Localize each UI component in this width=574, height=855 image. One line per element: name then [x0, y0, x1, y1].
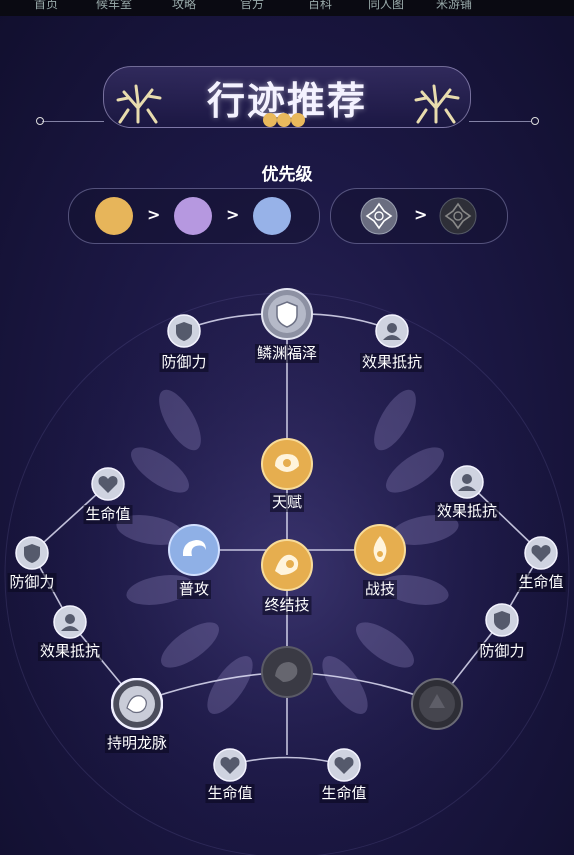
- hp-label: 生命值: [83, 505, 133, 524]
- stat-priority-panel: [330, 188, 508, 244]
- effect-res-stat-node-icon[interactable]: [450, 465, 484, 499]
- nav-item-home[interactable]: 首页: [34, 0, 59, 11]
- defense-label: 防御力: [477, 642, 527, 661]
- hp-label: 生命值: [319, 784, 369, 803]
- nav-item-shop[interactable]: 米游铺: [436, 0, 473, 11]
- ultimate-label: 终结技: [262, 596, 312, 615]
- priority-circle-purple: [174, 197, 212, 235]
- hp-stat-node-icon[interactable]: [524, 536, 558, 570]
- defense-stat-node-icon[interactable]: [15, 536, 49, 570]
- top-navigation: 首页 候车室 攻略 官方 百科 同人图 米游铺: [0, 0, 574, 16]
- effect-res-stat-node-icon[interactable]: [53, 605, 87, 639]
- defense-label: 防御力: [7, 573, 57, 592]
- core-trace-label: 鳞渊福泽: [254, 344, 320, 363]
- locked-ability-icon[interactable]: [411, 678, 463, 730]
- dragon-vein-label: 持明龙脉: [104, 734, 170, 753]
- skill-label: 战技: [362, 580, 398, 599]
- banner-dot-left: [36, 117, 44, 125]
- priority-separator: >: [414, 205, 428, 224]
- cloud-ornament-icon: [263, 113, 305, 127]
- effect-res-label: 效果抵抗: [434, 502, 500, 521]
- priority-separator: >: [226, 205, 240, 224]
- hp-stat-node-icon[interactable]: [327, 748, 361, 782]
- hp-stat-node-icon[interactable]: [213, 748, 247, 782]
- ultimate-icon[interactable]: [261, 539, 313, 591]
- hp-label: 生命值: [205, 784, 255, 803]
- talent-icon[interactable]: [261, 438, 313, 490]
- laurel-wreath-icon: [116, 389, 459, 714]
- priority-separator: >: [147, 205, 161, 224]
- nav-item-official[interactable]: 官方: [240, 0, 265, 11]
- locked-trace-icon[interactable]: [261, 646, 313, 698]
- hp-stat-node-icon[interactable]: [91, 467, 125, 501]
- effect-res-stat-node-icon[interactable]: [375, 314, 409, 348]
- stat-bonus-light-icon: [360, 197, 398, 235]
- nav-item-waiting-room[interactable]: 候车室: [96, 0, 133, 11]
- defense-stat-node-icon[interactable]: [167, 314, 201, 348]
- effect-res-label: 效果抵抗: [359, 353, 425, 372]
- defense-label: 防御力: [159, 353, 209, 372]
- basic-attack-icon[interactable]: [168, 524, 220, 576]
- coral-ornament-right-icon: [414, 84, 460, 124]
- dragon-vein-ability-icon[interactable]: [111, 678, 163, 730]
- hp-label: 生命值: [516, 573, 566, 592]
- defense-stat-node-icon[interactable]: [485, 603, 519, 637]
- nav-item-wiki[interactable]: 百科: [308, 0, 333, 11]
- priority-circle-blue: [253, 197, 291, 235]
- banner-line-right: [469, 121, 531, 122]
- effect-res-label: 效果抵抗: [37, 642, 103, 661]
- nav-item-fan-art[interactable]: 同人图: [368, 0, 405, 11]
- talent-label: 天赋: [269, 493, 305, 512]
- nav-item-guides[interactable]: 攻略: [172, 0, 197, 11]
- skill-icon[interactable]: [354, 524, 406, 576]
- core-trace-shield-icon[interactable]: [261, 288, 313, 340]
- priority-label: 优先级: [261, 165, 313, 185]
- priority-circle-gold: [95, 197, 133, 235]
- stat-bonus-dark-icon: [439, 197, 477, 235]
- banner-line-left: [42, 121, 104, 122]
- basic-attack-label: 普攻: [176, 580, 212, 599]
- banner-dot-right: [531, 117, 539, 125]
- coral-ornament-left-icon: [116, 84, 162, 124]
